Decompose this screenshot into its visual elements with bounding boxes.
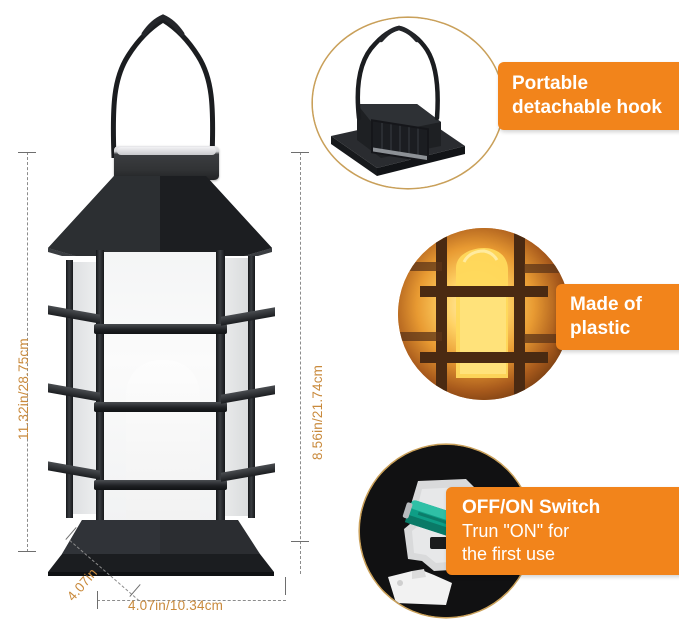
crossbar-front-3 <box>94 480 227 490</box>
crossbar-front-2 <box>94 402 227 412</box>
lantern-roof <box>48 176 272 256</box>
dimension-tick-bottom-left <box>18 551 36 552</box>
lantern-base <box>48 520 274 576</box>
lantern-body <box>48 250 275 530</box>
dimension-line-body-height <box>300 152 301 574</box>
callout-material-title2: plastic <box>570 318 631 339</box>
callout-switch-subtitle2: the first use <box>462 544 556 564</box>
callout-switch-subtitle: Trun "ON" for <box>462 521 570 541</box>
solar-top-detail-illustration <box>331 25 465 176</box>
dimension-line-width <box>97 600 286 601</box>
dimension-tick-width-right <box>285 577 286 595</box>
solar-panel-surface <box>117 147 216 155</box>
callout-material-title: Made of <box>570 294 642 315</box>
callout-label-hook: Portable detachable hook <box>498 62 679 130</box>
dimension-tick-top-left <box>18 152 36 153</box>
crossbar-front-1 <box>94 324 227 334</box>
dimension-label-body-height: 8.56in/21.74cm <box>310 364 325 460</box>
callout-hook-title2: detachable hook <box>512 97 662 118</box>
corner-post-front-left <box>96 250 104 528</box>
dimension-label-total-height: 11.32in/28.75cm <box>16 338 31 440</box>
callout-label-switch: OFF/ON Switch Trun "ON" for the first us… <box>446 487 679 575</box>
dimension-label-width: 4.07in/10.34cm <box>128 598 224 613</box>
callout-hook-title: Portable <box>512 73 589 94</box>
dimension-tick-top-right <box>291 152 309 153</box>
candle-insert <box>126 360 200 520</box>
dimension-line-total-height <box>27 152 28 552</box>
callout-image-hook <box>313 18 503 188</box>
dimension-tick-width-left <box>97 591 98 609</box>
lit-candle-detail-illustration <box>398 228 570 400</box>
dimension-tick-bottom-right <box>291 541 309 542</box>
callout-label-material: Made of plastic <box>556 284 679 350</box>
callout-image-switch <box>360 445 532 617</box>
wire-hook-icon <box>110 14 216 158</box>
solar-panel-box <box>114 146 219 180</box>
corner-post-front-right <box>216 250 225 528</box>
lantern-product-image <box>18 0 288 600</box>
callout-switch-title: OFF/ON Switch <box>462 497 601 518</box>
corner-post-back-right <box>248 256 255 518</box>
callout-image-material <box>398 228 570 400</box>
